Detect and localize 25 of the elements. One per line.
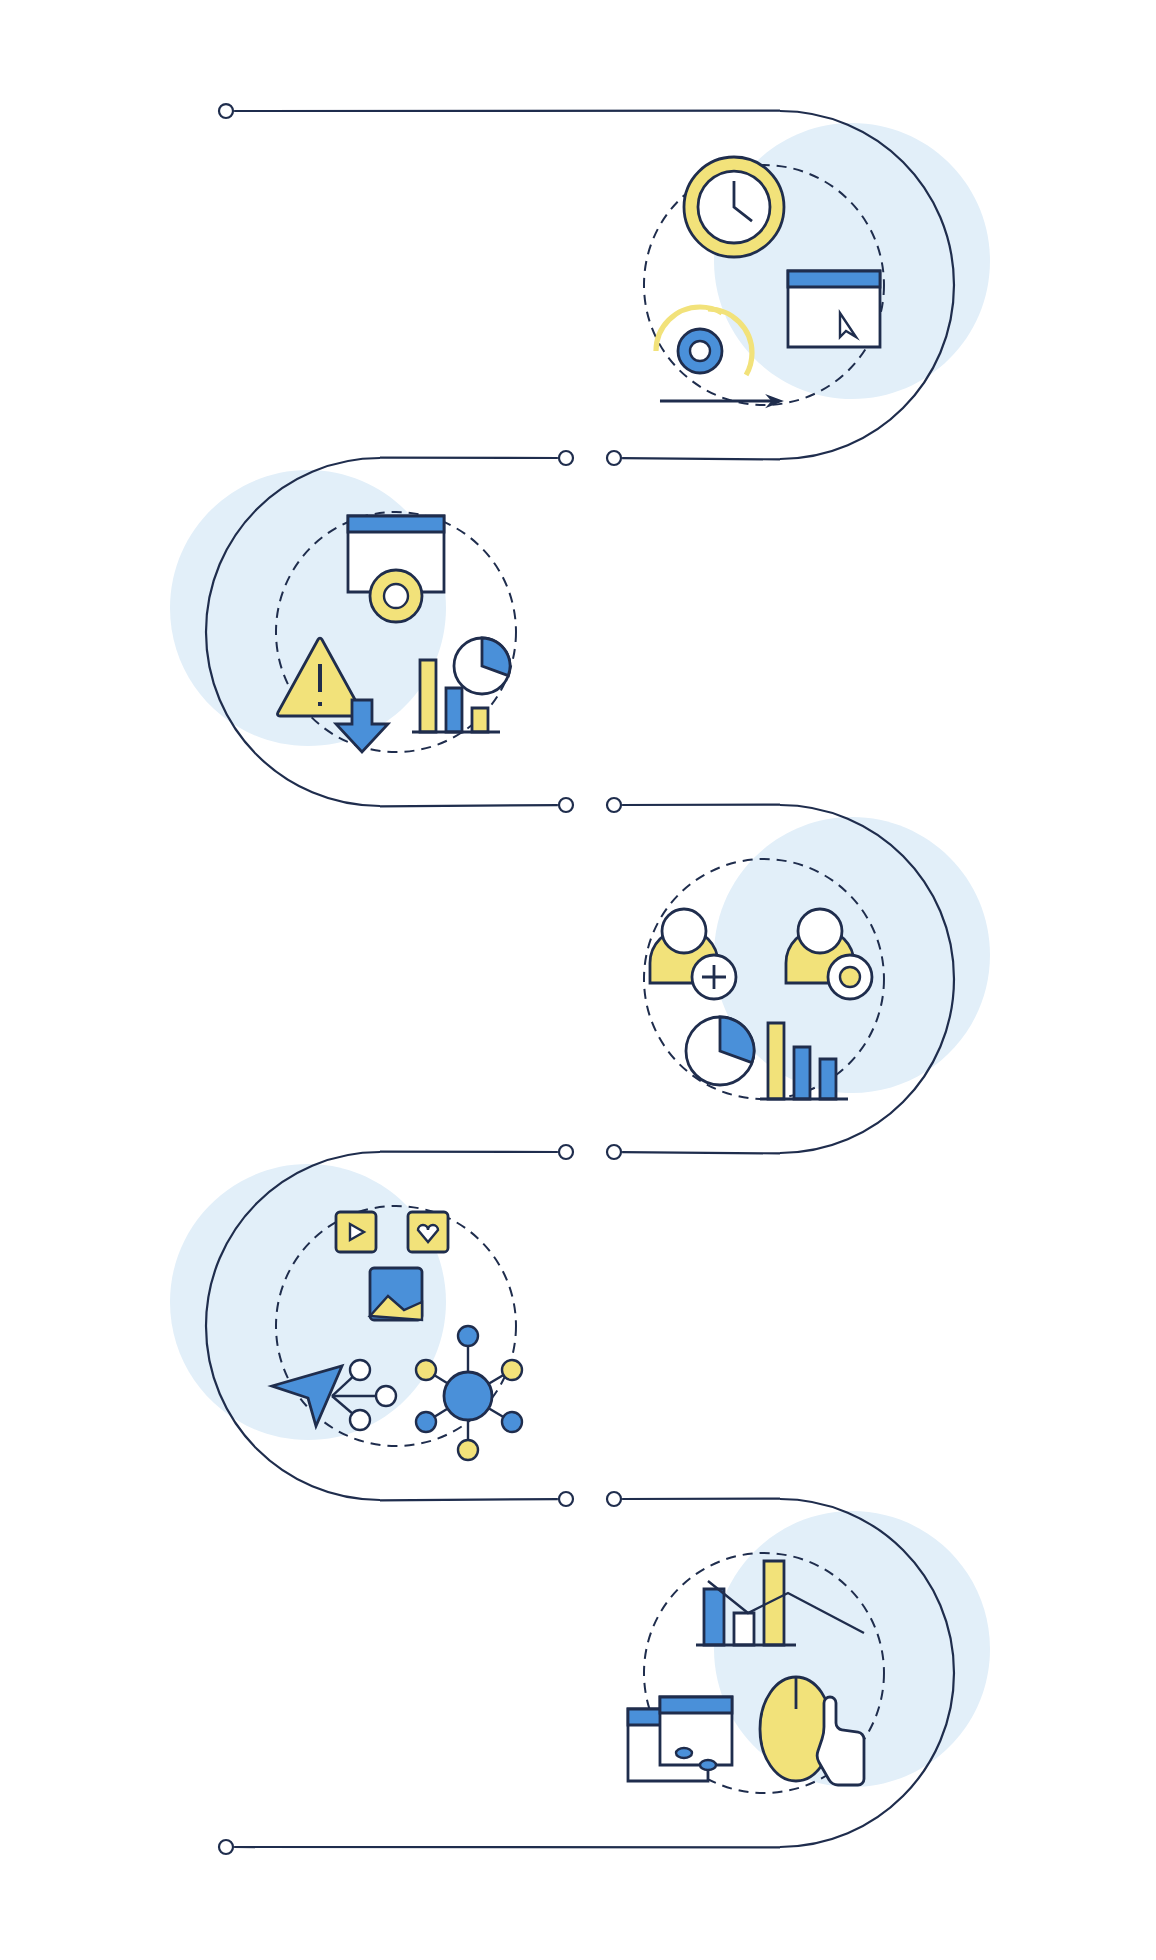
connector-dot [557,1490,575,1508]
connector-dot [605,1490,623,1508]
connector-line [622,1497,780,1501]
connector-dot [557,796,575,814]
connector-dot [605,449,623,467]
connector-dot [217,1838,235,1856]
connector-dot [557,1143,575,1161]
connector-line [380,1150,558,1154]
connector-line [622,1151,780,1155]
connector-line [234,1845,780,1849]
connector-line [380,803,558,808]
icon-circle-drawing [643,109,990,461]
icon-circle-drawing [626,1497,990,1849]
connector-line [234,109,780,113]
connector-dot [605,796,623,814]
connector-dot [217,102,235,120]
connector-line [622,803,780,807]
icon-circle-drawing [643,803,990,1155]
connector-dot [557,449,575,467]
connector-dot [605,1143,623,1161]
connector-line [380,456,558,460]
icon-circle-drawing [170,1150,524,1502]
icon-circle-drawing [170,456,517,808]
connector-line [622,457,780,461]
connector-line [380,1497,558,1502]
